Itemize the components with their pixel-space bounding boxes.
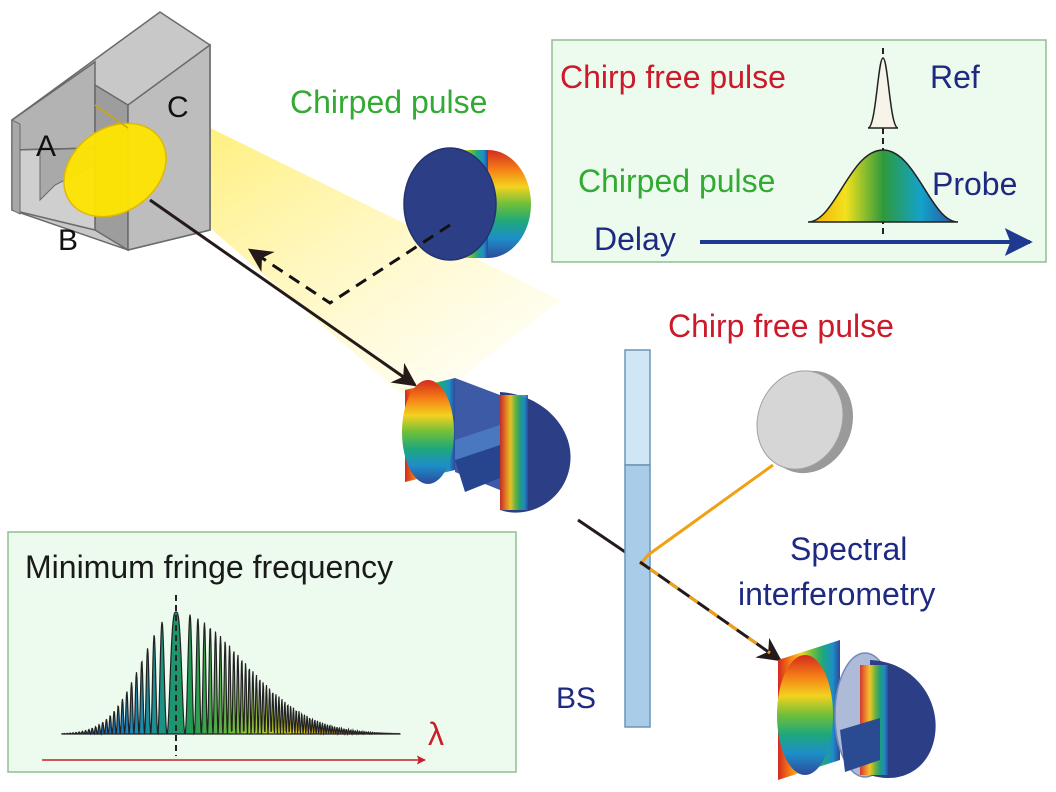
inset-chirped-label: Chirped pulse xyxy=(578,163,775,199)
split-pulse-disc xyxy=(402,378,571,513)
beam-splitter-label: BS xyxy=(556,682,596,715)
ref-pulse-shape xyxy=(867,57,899,129)
spectral-label-line2: interferometry xyxy=(738,576,935,612)
interferometry-disc xyxy=(777,640,936,780)
target-label-c: C xyxy=(167,91,189,124)
reference-mirror xyxy=(756,370,854,474)
dashed-return-beam xyxy=(247,223,451,305)
fringe-inset xyxy=(7,531,517,773)
reference-beam xyxy=(638,463,774,566)
probe-beam-line xyxy=(149,198,417,387)
delay-inset xyxy=(551,39,1047,263)
inset-delay-label: Delay xyxy=(594,221,676,257)
beam-splitter xyxy=(624,349,651,728)
target-label-b: B xyxy=(58,224,78,257)
chirped-pulse-disc xyxy=(403,147,531,261)
chirp-free-pulse-label: Chirp free pulse xyxy=(668,308,894,344)
yellow-beam xyxy=(120,118,560,410)
fringe-pattern xyxy=(61,611,401,736)
inset-ref-label: Ref xyxy=(930,59,980,95)
inset-chirp-free-label: Chirp free pulse xyxy=(560,59,786,95)
inset-probe-label: Probe xyxy=(932,166,1017,202)
combined-beam-orange xyxy=(649,567,771,655)
wavelength-symbol: λ xyxy=(428,716,444,752)
fringe-inset-title: Minimum fringe frequency xyxy=(25,549,393,585)
target-block xyxy=(11,11,211,252)
chirped-pulse-label: Chirped pulse xyxy=(290,84,487,120)
target-label-a: A xyxy=(36,130,56,163)
probe-pulse-shape xyxy=(807,149,959,223)
spectral-label-line1: Spectral xyxy=(790,531,907,567)
